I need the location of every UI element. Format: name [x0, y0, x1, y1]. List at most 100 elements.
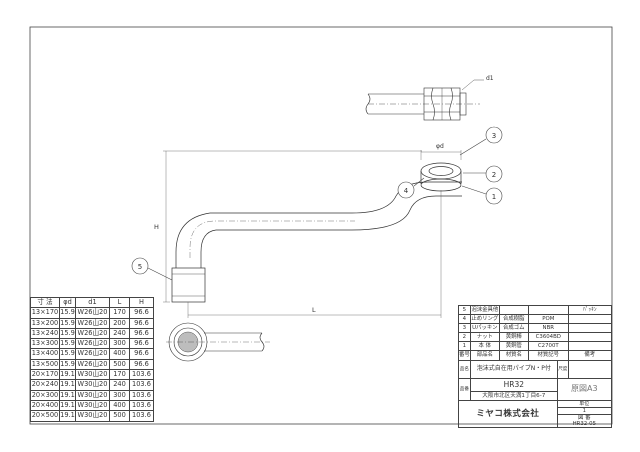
phi-d-label: φd	[436, 143, 444, 150]
dimension-cell: 96.6	[129, 307, 154, 319]
dimension-cell: 15.9	[59, 317, 76, 329]
h-dimension-label: H	[154, 223, 159, 231]
balloon-callouts	[131, 126, 503, 281]
balloon-3-label: 3	[492, 132, 496, 140]
parts-list-cell: 黄銅管	[498, 341, 529, 352]
dimension-cell: 103.6	[129, 369, 154, 381]
dimension-cell: 103.6	[129, 379, 154, 391]
balloon-4-label: 4	[404, 187, 409, 195]
dimension-cell: 103.6	[129, 410, 154, 422]
parts-list-cell: 4	[458, 314, 471, 325]
dimension-cell: 13×240	[30, 327, 60, 340]
dimension-cell: 300	[109, 338, 130, 350]
dimension-header-cell: L	[109, 296, 130, 309]
dimension-header-cell: 寸 法	[30, 296, 60, 309]
dimension-cell: 20×300	[30, 389, 60, 401]
parts-list-cell: C3604BD	[527, 332, 569, 343]
scale-label: 尺度	[556, 359, 569, 379]
pipe-side-view	[171, 162, 462, 303]
balloon-2	[485, 165, 503, 183]
maker-address: 大阪市北区天満1丁目6-7	[469, 390, 558, 401]
dimension-cell: 15.9	[59, 348, 76, 360]
dimension-cell: W30山20	[75, 389, 110, 401]
dimension-cell: 500	[109, 410, 130, 422]
parts-list-cell: 泡沫金具他	[469, 304, 500, 316]
parts-header-material: 材質名	[498, 350, 529, 361]
dimension-cell: 13×400	[30, 348, 60, 360]
dimension-cell: W26山20	[75, 348, 110, 360]
unit-value: 1	[556, 406, 612, 415]
parts-header-no: 番号	[458, 350, 471, 361]
dimension-cell: 400	[109, 399, 130, 412]
dimension-cell: 96.6	[129, 358, 154, 371]
parts-list-cell: NBR	[527, 323, 569, 334]
parts-list-cell: 2	[458, 332, 471, 343]
parts-list-cell: 黄銅棒	[498, 332, 529, 343]
dimension-cell: 15.9	[59, 307, 76, 319]
dimension-cell: 15.9	[59, 358, 76, 371]
pipe-end-view	[166, 322, 270, 362]
balloon-5-label: 5	[138, 263, 142, 271]
dimension-lines	[163, 150, 462, 318]
dimension-cell: W30山20	[75, 379, 110, 391]
dimension-cell: 20×400	[30, 399, 60, 412]
sheet-size: 原図A3	[556, 377, 612, 401]
dimension-cell: 19.1	[59, 389, 76, 401]
dimension-cell: 170	[109, 307, 130, 319]
parts-list-cell: 5	[458, 304, 471, 316]
parts-list-cell: 3	[458, 323, 471, 334]
dimension-cell: 20×500	[30, 410, 60, 422]
parts-list-cell: C2700T	[527, 341, 569, 352]
dimension-cell: 19.1	[59, 399, 76, 412]
parts-list-cell	[527, 304, 569, 316]
scale-value	[567, 359, 612, 379]
dimension-cell: W30山20	[75, 410, 110, 422]
nut-detail-view	[365, 79, 484, 121]
dimension-cell: 20×240	[30, 379, 60, 391]
name-label: 品名	[458, 359, 471, 379]
dimension-cell: 13×200	[30, 317, 60, 329]
dimension-cell: 200	[109, 317, 130, 329]
product-code: HR32	[469, 377, 558, 392]
dimension-cell: 20×170	[30, 369, 60, 381]
parts-header-code: 材質記号	[527, 350, 569, 361]
dimension-cell: 96.6	[129, 338, 154, 350]
code-label: 品番	[458, 377, 471, 401]
balloon-2-label: 2	[492, 171, 496, 179]
dimension-cell: 15.9	[59, 338, 76, 350]
parts-header-note: 備考	[567, 350, 612, 361]
dimension-cell: 96.6	[129, 348, 154, 360]
dimension-cell: 103.6	[129, 399, 154, 412]
parts-list-cell	[567, 332, 612, 343]
dimension-cell: 240	[109, 327, 130, 340]
drawing-no: HR32-05	[572, 420, 597, 427]
parts-list-cell: 本 体	[469, 341, 500, 352]
balloon-4	[397, 181, 415, 199]
dimension-cell: 170	[109, 369, 130, 381]
dimension-cell: 15.9	[59, 327, 76, 340]
unit-label: 単位	[556, 399, 612, 408]
dimension-header-cell: H	[129, 296, 154, 309]
company-name: ミヤコ株式会社	[458, 399, 558, 428]
dimension-cell: W26山20	[75, 317, 110, 329]
drawing-no-label: 図 番	[578, 414, 591, 421]
parts-header-name: 部品名	[469, 350, 500, 361]
product-name: 泡沫式自在用パイプN・P付	[469, 359, 558, 379]
parts-list-cell	[567, 323, 612, 334]
